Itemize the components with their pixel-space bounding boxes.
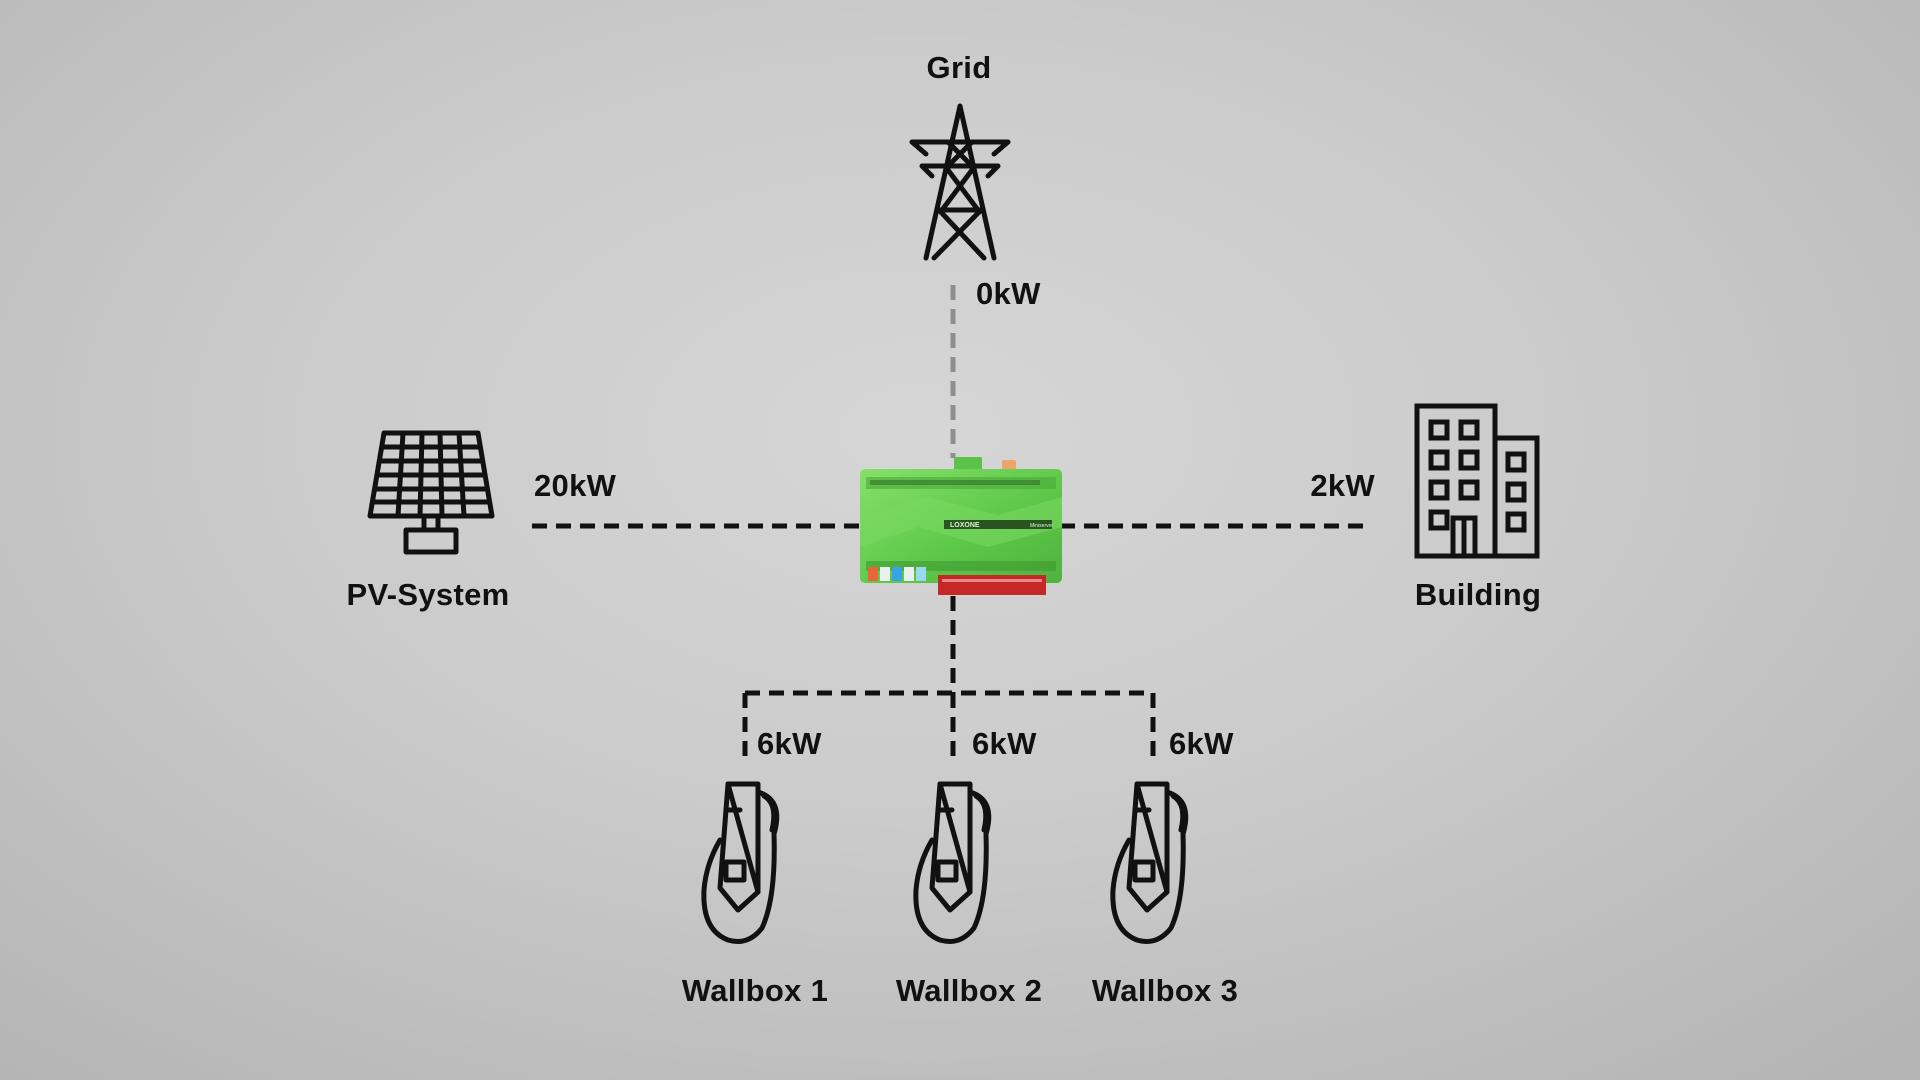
controller-brand: LOXONE (950, 522, 980, 529)
wallbox2-label: Wallbox 2 (895, 973, 1043, 1008)
power-tower-icon (909, 103, 1011, 261)
pv-label: PV-System (346, 577, 510, 612)
grid-label: Grid (926, 50, 992, 85)
miniserver-controller: LOXONE Miniserver (858, 457, 1064, 599)
ev-charger-icon (701, 781, 780, 944)
building-icon (1414, 403, 1540, 559)
grid-power-value: 0kW (976, 276, 1041, 311)
controller-model: Miniserver (1030, 523, 1053, 529)
wallbox2-power-value: 6kW (972, 726, 1037, 761)
ev-charger-icon (913, 781, 992, 944)
ev-charger-icon (1110, 781, 1189, 944)
solar-panel-icon (367, 430, 495, 555)
wallbox3-label: Wallbox 3 (1091, 973, 1239, 1008)
pv-power-value: 20kW (534, 468, 617, 503)
wallbox1-label: Wallbox 1 (681, 973, 829, 1008)
wallbox1-power-value: 6kW (757, 726, 822, 761)
building-label: Building (1414, 577, 1542, 612)
wallbox3-power-value: 6kW (1169, 726, 1234, 761)
building-power-value: 2kW (1310, 468, 1375, 503)
